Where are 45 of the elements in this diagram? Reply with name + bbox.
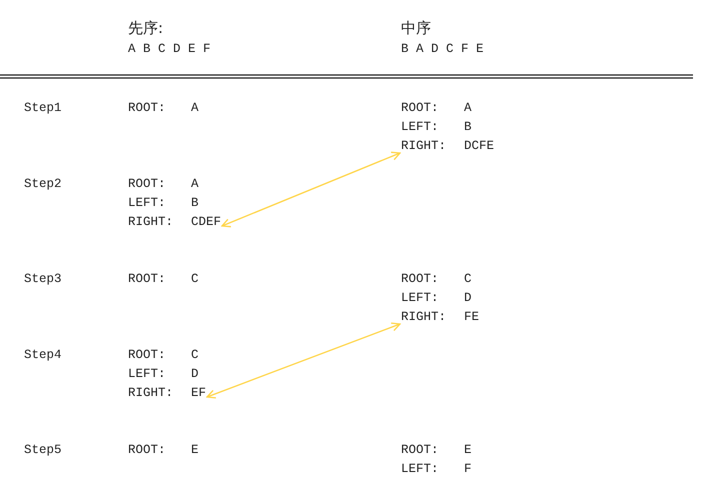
field-value: D (191, 367, 199, 382)
sequence-text: B A D C F E (401, 42, 484, 57)
field-label: ROOT: (128, 443, 166, 458)
column-heading: 先序: (128, 20, 164, 37)
field-label: RIGHT: (128, 386, 174, 401)
field-value: D (464, 291, 472, 306)
field-label: LEFT: (128, 367, 166, 382)
field-value: E (191, 443, 199, 458)
field-value: FE (464, 310, 480, 325)
field-label: RIGHT: (128, 215, 174, 230)
field-label: RIGHT: (401, 310, 446, 325)
field-value: C (464, 272, 472, 287)
field-value: B (464, 120, 472, 135)
field-value: C (191, 348, 199, 363)
field-label: ROOT: (401, 101, 439, 116)
sequence-text: A B C D E F (128, 42, 211, 57)
field-label: ROOT: (401, 272, 439, 287)
double-arrow (221, 152, 401, 228)
field-label: ROOT: (128, 101, 166, 116)
field-label: LEFT: (401, 291, 439, 306)
step-label: Step2 (24, 177, 62, 192)
field-value: F (464, 462, 472, 477)
field-label: ROOT: (128, 272, 166, 287)
field-value: EF (191, 386, 206, 401)
field-label: ROOT: (128, 348, 166, 363)
column-heading: 中序 (401, 20, 431, 37)
field-label: RIGHT: (401, 139, 446, 154)
field-value: C (191, 272, 199, 287)
field-value: E (464, 443, 472, 458)
field-label: LEFT: (128, 196, 166, 211)
step-label: Step5 (24, 443, 62, 458)
field-value: B (191, 196, 199, 211)
field-value: A (191, 101, 199, 116)
step-label: Step4 (24, 348, 62, 363)
field-value: CDEF (191, 215, 222, 230)
field-label: ROOT: (401, 443, 439, 458)
step-label: Step1 (24, 101, 62, 116)
step-label: Step3 (24, 272, 62, 287)
field-value: A (191, 177, 199, 192)
field-label: ROOT: (128, 177, 166, 192)
field-value: A (464, 101, 472, 116)
double-arrow (206, 322, 401, 399)
field-value: DCFE (464, 139, 494, 154)
field-label: LEFT: (401, 120, 439, 135)
field-label: LEFT: (401, 462, 439, 477)
